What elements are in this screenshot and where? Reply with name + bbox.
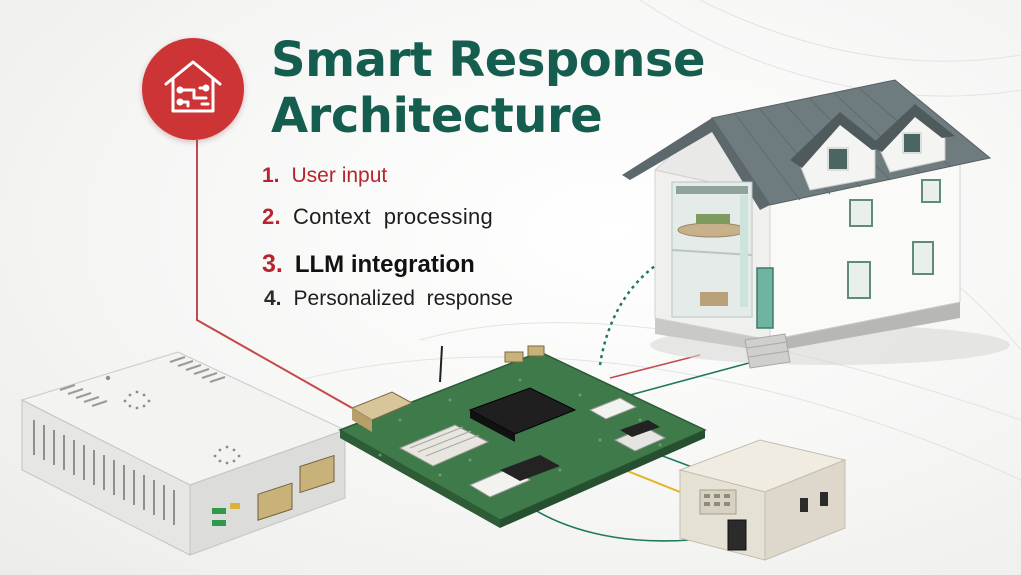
dormer-right	[870, 104, 955, 173]
step-number: 1.	[262, 164, 280, 187]
page-title-line-1: Smart Response	[271, 32, 706, 88]
connector-badge-to-board	[196, 140, 353, 409]
step-llm-integration: 3. LLM integration	[262, 250, 475, 279]
step-label: Context processing	[292, 204, 494, 229]
wire-board-to-house-red	[609, 354, 701, 379]
step-user-input: 1. User input	[262, 164, 387, 188]
step-label: LLM integration	[294, 251, 475, 278]
circuit-board	[338, 345, 707, 528]
step-number: 2.	[262, 204, 281, 229]
step-number: 3.	[262, 250, 283, 278]
smart-home-circuit-icon	[164, 60, 222, 113]
step-context-processing: 2. Context processing	[262, 204, 493, 230]
step-personalized-response: 4. Personalized response	[264, 287, 513, 311]
wire-board-to-house-green	[629, 359, 761, 396]
control-box	[678, 439, 847, 561]
smart-home-badge	[142, 38, 244, 140]
dormer-left	[790, 112, 885, 191]
house-cutaway	[671, 181, 753, 318]
page-title-line-2: Architecture	[271, 88, 603, 144]
house-illustration	[622, 79, 1010, 369]
gateway-device	[20, 351, 347, 556]
step-label: User input	[291, 164, 388, 187]
step-number: 4.	[264, 287, 282, 310]
step-label: Personalized response	[293, 287, 513, 310]
